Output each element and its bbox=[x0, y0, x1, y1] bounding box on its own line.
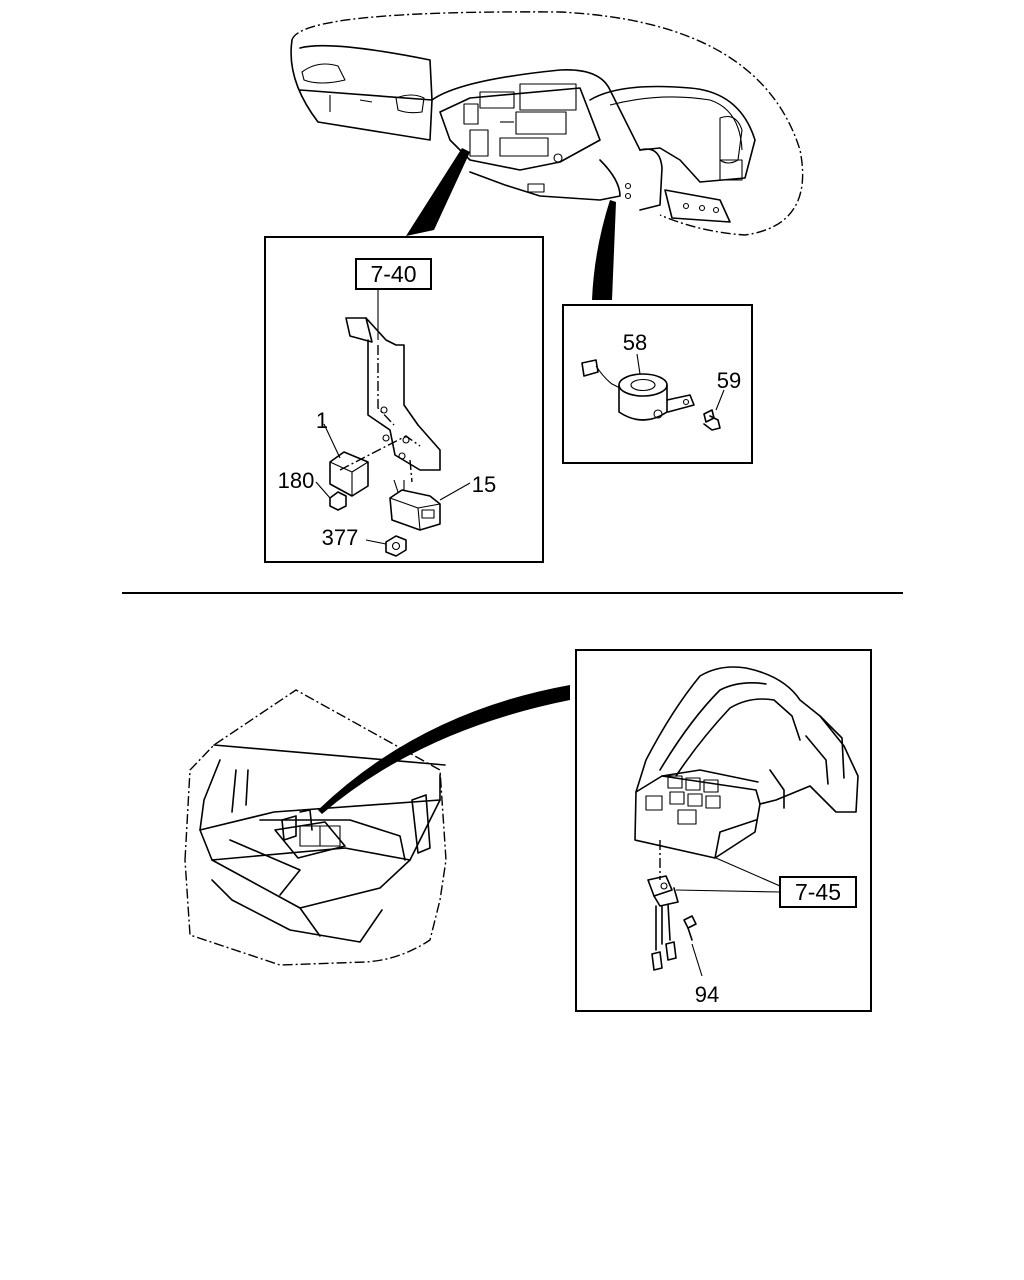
reference-box-7-45 bbox=[779, 876, 857, 908]
callout-15: 15 bbox=[472, 472, 496, 497]
reference-label: 7-40 bbox=[370, 261, 416, 287]
dashboard-illustration bbox=[290, 11, 804, 300]
callout-58: 58 bbox=[623, 330, 647, 355]
truck-cab-illustration bbox=[184, 685, 570, 966]
switch-panel: 7-45 94 bbox=[575, 649, 872, 1012]
buzzer-panel: 58 59 bbox=[562, 304, 753, 464]
callout-94: 94 bbox=[695, 982, 719, 1007]
callout-59: 59 bbox=[717, 368, 741, 393]
callout-1: 1 bbox=[316, 408, 328, 433]
callout-377: 377 bbox=[322, 525, 359, 550]
reference-label: 7-45 bbox=[795, 879, 841, 905]
reference-box-7-40 bbox=[355, 258, 432, 290]
callout-180: 180 bbox=[278, 468, 315, 493]
relay-panel: 7-40 1 180 15 377 bbox=[264, 236, 544, 563]
